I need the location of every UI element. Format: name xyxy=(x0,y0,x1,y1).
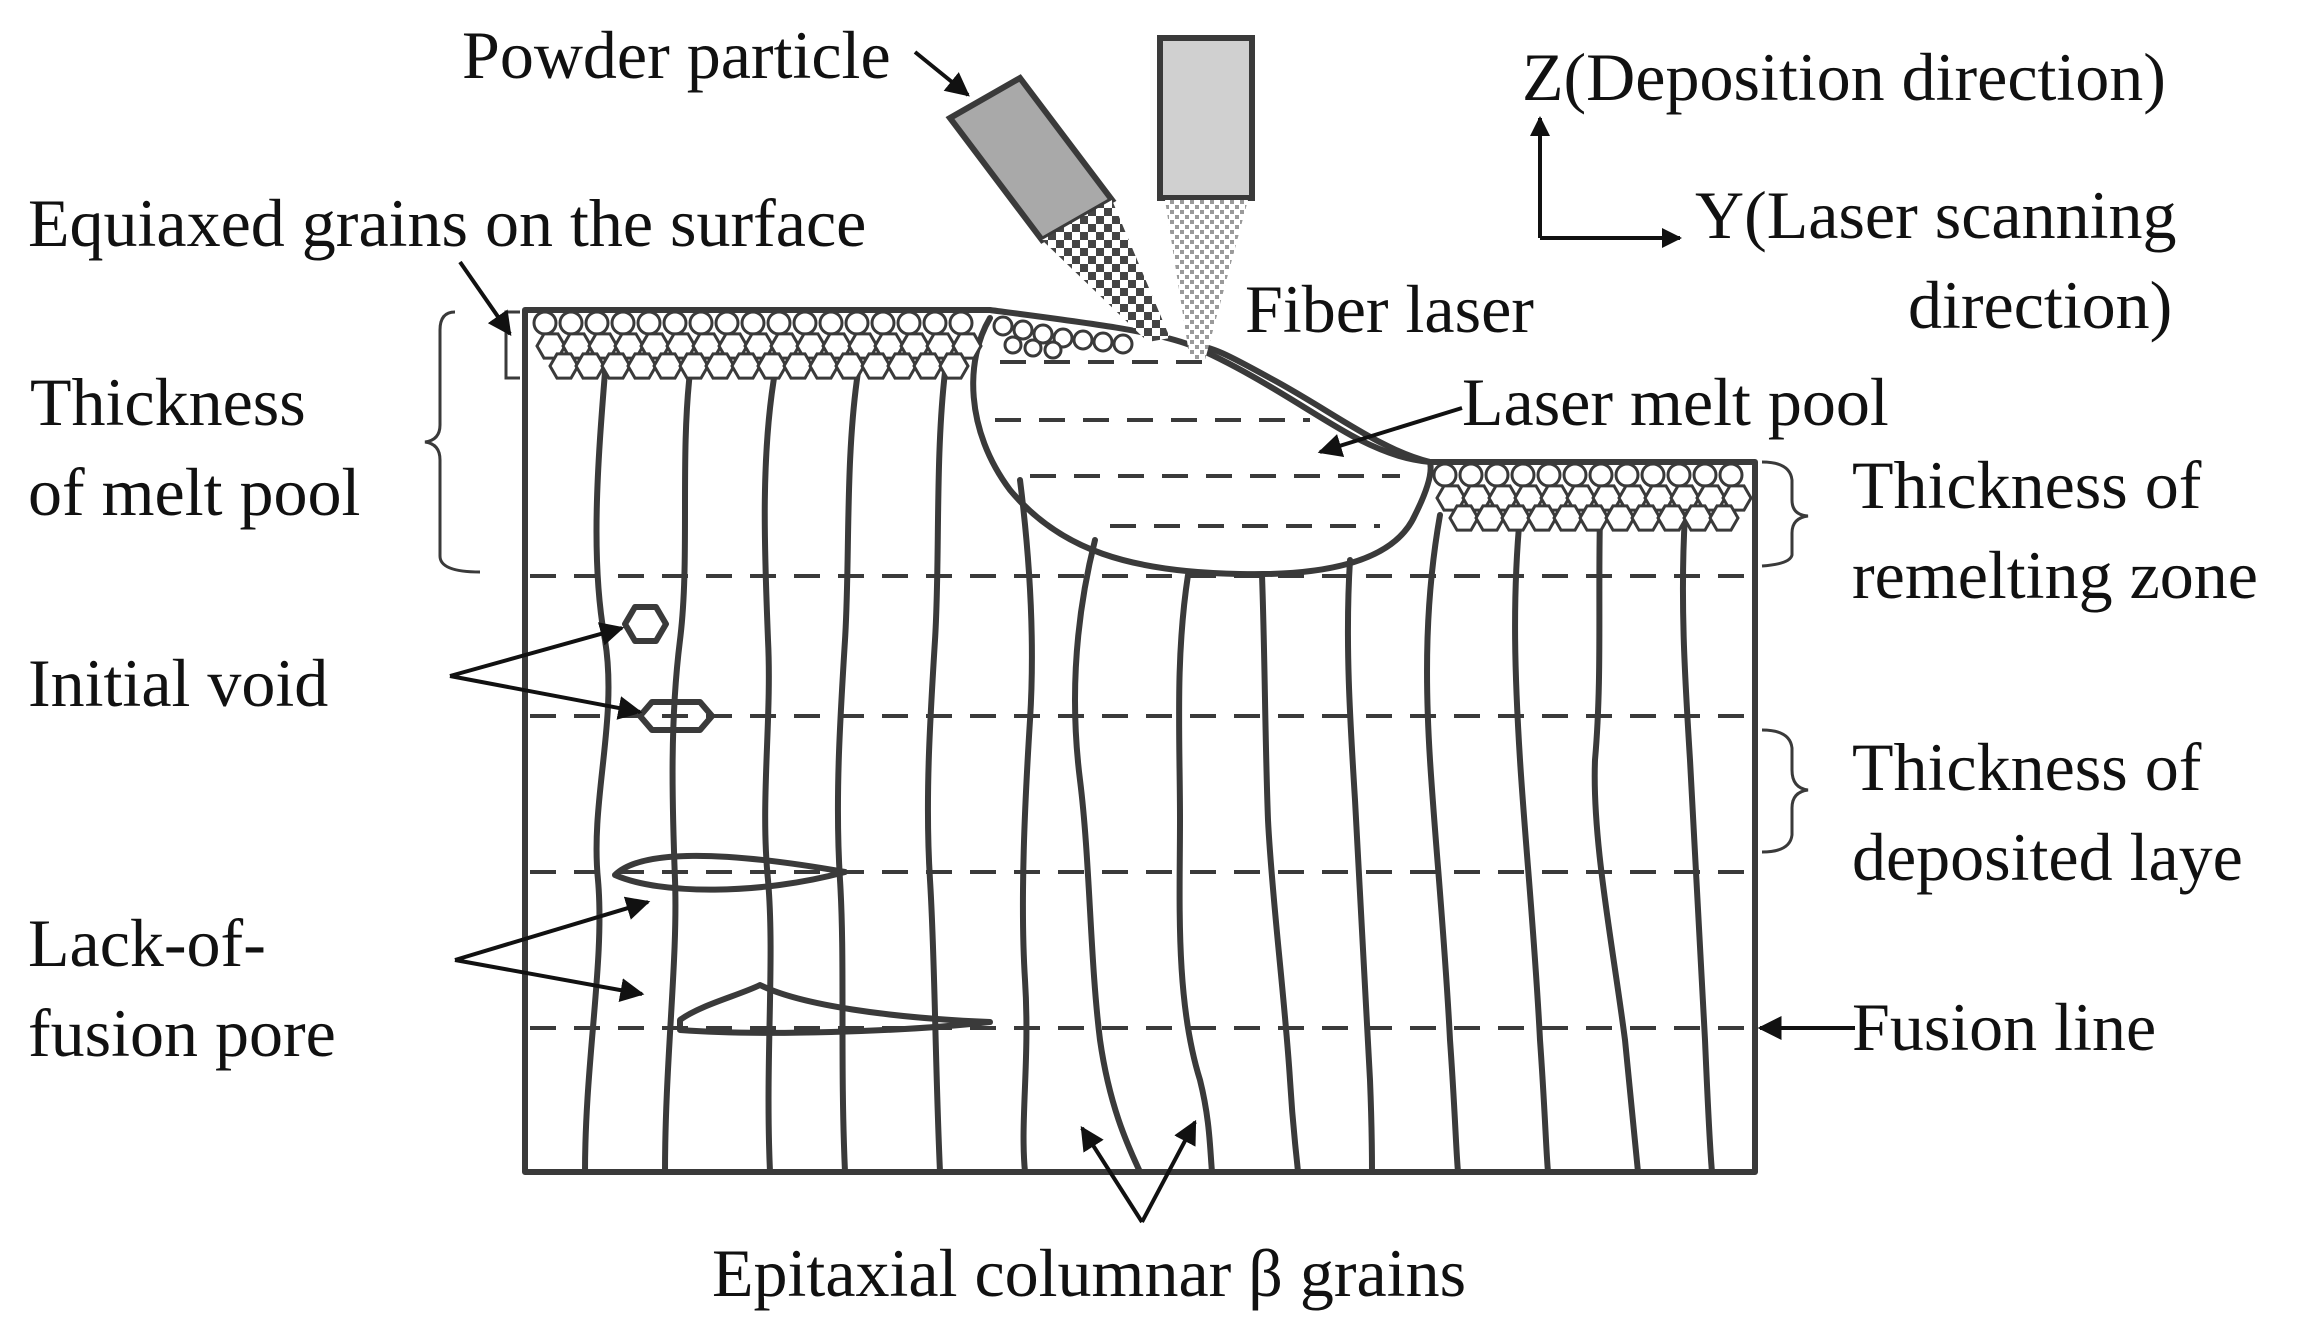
label-lack-of-fusion-line2: fusion pore xyxy=(28,995,336,1071)
equiaxed-grain xyxy=(948,310,974,336)
equiaxed-grain xyxy=(532,310,558,336)
equiaxed-grain xyxy=(808,352,840,380)
label-fusion-line: Fusion line xyxy=(1852,989,2156,1065)
equiaxed-grains-right xyxy=(1432,462,1753,532)
equiaxed-grain xyxy=(1708,504,1740,532)
lack-of-fusion-pore-upper xyxy=(612,852,848,893)
equiaxed-grain xyxy=(938,352,970,380)
equiaxed-grain xyxy=(584,310,610,336)
label-melt-pool-thickness-line1: Thickness xyxy=(30,364,306,440)
initial-void-hexagon xyxy=(622,604,669,644)
label-z-axis: Z(Deposition direction) xyxy=(1522,39,2166,115)
equiaxed-grains-left xyxy=(532,310,983,380)
equiaxed-grain xyxy=(600,352,632,380)
equiaxed-grain xyxy=(1500,504,1532,532)
equiaxed-grain xyxy=(740,310,766,336)
equiaxed-grain xyxy=(1604,504,1636,532)
laser-melt-pool xyxy=(970,315,1434,578)
equiaxed-grain xyxy=(1721,484,1753,512)
label-initial-void: Initial void xyxy=(28,645,328,721)
equiaxed-grain xyxy=(782,352,814,380)
equiaxed-grain xyxy=(756,352,788,380)
equiaxed-grain xyxy=(870,310,896,336)
powder-particles xyxy=(992,315,1134,360)
label-epitaxial: Epitaxial columnar β grains xyxy=(712,1235,1466,1311)
equiaxed-grain xyxy=(912,352,944,380)
equiaxed-grain xyxy=(1510,462,1536,488)
equiaxed-grain xyxy=(834,352,866,380)
equiaxed-grain xyxy=(1484,462,1510,488)
label-remelting-line2: remelting zone xyxy=(1852,537,2258,613)
equiaxed-grain xyxy=(1536,462,1562,488)
equiaxed-grain xyxy=(652,352,684,380)
equiaxed-grain xyxy=(730,352,762,380)
label-remelting-line1: Thickness of xyxy=(1852,447,2202,523)
equiaxed-grain xyxy=(688,310,714,336)
axis-indicator xyxy=(1530,116,1682,248)
equiaxed-grain xyxy=(548,352,580,380)
equiaxed-grain xyxy=(1718,462,1744,488)
equiaxed-grain xyxy=(1578,504,1610,532)
label-lack-of-fusion-line1: Lack-of- xyxy=(28,905,266,981)
equiaxed-grain xyxy=(1448,504,1480,532)
label-deposited-line2: deposited laye xyxy=(1852,819,2243,895)
equiaxed-grain xyxy=(844,310,870,336)
leader-arrows xyxy=(449,50,1855,1224)
equiaxed-grain xyxy=(626,352,658,380)
equiaxed-grain xyxy=(1562,462,1588,488)
label-powder-particle: Powder particle xyxy=(462,17,891,93)
equiaxed-grain xyxy=(1656,504,1688,532)
brackets xyxy=(424,310,1809,854)
equiaxed-grain xyxy=(860,352,892,380)
label-fiber-laser: Fiber laser xyxy=(1245,271,1534,347)
equiaxed-grain xyxy=(922,310,948,336)
equiaxed-grain xyxy=(714,310,740,336)
equiaxed-grain xyxy=(1692,462,1718,488)
layer-lines xyxy=(530,360,1750,1030)
label-y-axis-line2: direction) xyxy=(1908,267,2172,343)
powder-nozzle xyxy=(945,74,1170,342)
equiaxed-grain xyxy=(896,310,922,336)
label-deposited-line1: Thickness of xyxy=(1852,729,2202,805)
lack-of-fusion-pore-lower xyxy=(677,982,993,1036)
label-laser-melt-pool: Laser melt pool xyxy=(1462,364,1889,440)
equiaxed-grain xyxy=(574,352,606,380)
equiaxed-grain xyxy=(1666,462,1692,488)
equiaxed-grain xyxy=(610,310,636,336)
label-y-axis-line1: Y(Laser scanning xyxy=(1695,177,2176,253)
equiaxed-grain xyxy=(792,310,818,336)
equiaxed-grain xyxy=(1526,504,1558,532)
equiaxed-grain xyxy=(766,310,792,336)
equiaxed-grain xyxy=(662,310,688,336)
equiaxed-grain xyxy=(558,310,584,336)
label-equiaxed: Equiaxed grains on the surface xyxy=(28,185,866,261)
equiaxed-grain xyxy=(1614,462,1640,488)
equiaxed-grain xyxy=(1640,462,1666,488)
block-outline xyxy=(522,307,1758,1175)
equiaxed-grain xyxy=(1458,462,1484,488)
equiaxed-grain xyxy=(951,332,983,360)
equiaxed-grain xyxy=(678,352,710,380)
equiaxed-grain xyxy=(1588,462,1614,488)
equiaxed-grain xyxy=(1474,504,1506,532)
equiaxed-grain xyxy=(636,310,662,336)
equiaxed-grain xyxy=(704,352,736,380)
label-melt-pool-thickness-line2: of melt pool xyxy=(28,454,360,530)
equiaxed-grain xyxy=(1552,504,1584,532)
fiber-laser-head xyxy=(1157,35,1255,360)
equiaxed-grain xyxy=(886,352,918,380)
columnar-grains xyxy=(582,369,1715,1175)
equiaxed-grain xyxy=(1432,462,1458,488)
equiaxed-grain xyxy=(1630,504,1662,532)
equiaxed-grain xyxy=(818,310,844,336)
equiaxed-grain xyxy=(1682,504,1714,532)
